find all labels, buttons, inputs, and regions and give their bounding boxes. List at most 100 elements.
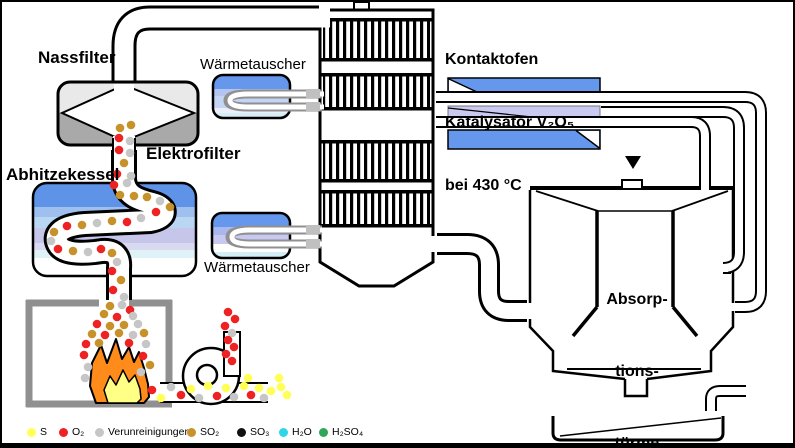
legend-item-SO2: SO₂	[187, 424, 219, 440]
molecule-dot	[133, 319, 143, 329]
molecule-dot	[68, 246, 78, 256]
molecule-dot	[114, 133, 124, 143]
kontaktofen-tower	[318, 2, 435, 288]
flow-arrow-down-icon	[625, 156, 641, 169]
molecule-dot	[119, 320, 129, 330]
molecule-dot	[166, 382, 176, 392]
heat-bar-bottom	[447, 129, 601, 150]
molecule-dot	[194, 393, 204, 403]
molecule-dot	[125, 148, 135, 158]
molecule-dot	[239, 381, 249, 391]
molecule-dot	[147, 385, 157, 395]
molecule-dot	[99, 309, 109, 319]
molecule-dot	[165, 202, 175, 212]
legend-dot-H2SO4	[319, 427, 328, 437]
acid-trough	[551, 416, 725, 442]
molecule-dot	[126, 171, 136, 181]
molecule-dot	[117, 300, 127, 310]
absorber-top-stub	[621, 179, 643, 190]
molecule-dot	[53, 244, 63, 254]
absorber-right-wall	[646, 190, 735, 381]
molecule-dot	[212, 391, 222, 401]
molecule-dot	[276, 382, 286, 392]
molecule-dot	[176, 390, 186, 400]
molecule-dot	[142, 192, 152, 202]
molecule-dot	[62, 221, 72, 231]
legend-label: H₂O	[292, 426, 312, 438]
molecule-dots	[46, 120, 292, 403]
absorber-label: Absorp- tions- türme	[606, 291, 668, 448]
molecule-dot	[114, 145, 124, 155]
molecule-dot	[230, 314, 240, 324]
molecule-dot	[122, 178, 132, 188]
absorber-bottom-outlet	[623, 379, 649, 398]
molecule-dot	[221, 349, 231, 359]
molecule-dot	[227, 328, 237, 338]
legend-dot-imp	[95, 427, 104, 437]
molecule-dot	[223, 307, 233, 317]
molecule-dot	[100, 330, 110, 340]
molecule-dot	[141, 339, 151, 349]
molecule-dot	[94, 338, 104, 348]
molecule-dot	[138, 351, 148, 361]
molecule-dot	[156, 393, 166, 403]
molecule-dot	[105, 321, 115, 331]
molecule-dot	[107, 216, 117, 226]
molecule-dot	[203, 381, 213, 391]
legend-dot-SO3	[237, 427, 246, 437]
legend-item-imp: Verunreinigungen	[95, 424, 190, 440]
molecule-dot	[229, 392, 239, 402]
legend-label: S	[40, 426, 48, 438]
molecule-dot	[282, 390, 292, 400]
legend-label: SO₃	[250, 426, 270, 438]
molecule-dot	[136, 213, 146, 223]
molecule-dot	[220, 321, 230, 331]
molecule-dot	[139, 328, 149, 338]
molecule-dot	[105, 301, 115, 311]
molecule-dot	[136, 367, 146, 377]
acid-level-line	[559, 417, 722, 437]
molecule-dot	[145, 360, 155, 370]
legend-item-S: S	[27, 424, 47, 440]
molecule-dot	[77, 220, 87, 230]
legend-dot-S	[27, 427, 36, 437]
molecule-dot	[128, 330, 138, 340]
molecule-dot	[274, 373, 284, 383]
molecule-dot	[227, 356, 237, 366]
molecule-dot	[243, 373, 253, 383]
molecule-dot	[229, 342, 239, 352]
gas-heat-exchanger-bars	[447, 77, 601, 150]
tower-connection-tabs	[306, 89, 320, 248]
legend-item-H2O: H₂O	[279, 424, 312, 440]
molecule-dot	[115, 190, 125, 200]
molecule-dot	[223, 335, 233, 345]
molecule-dot	[254, 383, 264, 393]
molecule-dot	[114, 328, 124, 338]
molecule-dot	[129, 191, 139, 201]
legend-dot-O2	[59, 427, 68, 437]
molecule-dot	[112, 169, 122, 179]
waermetauscher-bottom-label: Wärmetauscher	[204, 259, 310, 276]
molecule-dot	[81, 339, 91, 349]
molecule-dot	[87, 329, 97, 339]
molecule-dot	[124, 338, 134, 348]
molecule-dot	[115, 123, 125, 133]
molecule-dot	[155, 196, 165, 206]
waermetauscher-top-unit	[211, 73, 324, 120]
molecule-dot	[46, 236, 56, 246]
molecule-dot	[96, 244, 106, 254]
molecule-dot	[92, 319, 102, 329]
pipes-to-absorber	[436, 91, 767, 412]
molecule-dot	[80, 373, 90, 383]
molecule-dot	[128, 311, 138, 321]
molecule-dot	[49, 227, 59, 237]
kontaktofen-label: Kontaktofen Katalysator V₂O₅ bei 430 °C	[445, 51, 575, 194]
diagram-canvas	[25, 2, 767, 442]
molecule-dot	[259, 393, 269, 403]
legend-item-SO3: SO₃	[237, 424, 269, 440]
molecule-dot	[109, 180, 119, 190]
molecule-dot	[246, 390, 256, 400]
waermetauscher-bottom-unit	[210, 211, 324, 260]
abhitzekessel-label: Abhitzekessel	[6, 165, 120, 184]
